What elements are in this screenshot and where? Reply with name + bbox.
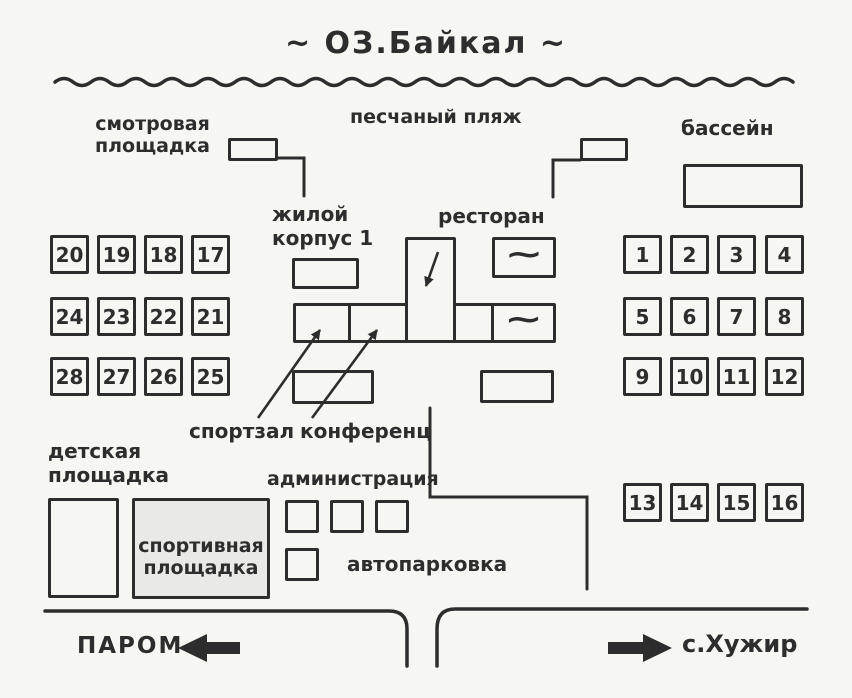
cottage-square: 24	[50, 297, 89, 336]
cottage-square: 21	[191, 297, 230, 336]
cottage-square: 18	[144, 235, 183, 274]
kids-playground-label: детская площадка	[48, 439, 170, 487]
wave-icon: ~	[504, 237, 544, 273]
cottage-square: 10	[670, 357, 709, 396]
cottage-square: 25	[191, 357, 230, 396]
residential-building-1	[292, 258, 359, 289]
administration-label: администрация	[267, 468, 439, 490]
kids-playground-label-line1: детская	[48, 439, 142, 463]
cottage-square: 20	[50, 235, 89, 274]
sports-ground-label-line1: спортивная	[138, 535, 264, 557]
cottage-square: 13	[623, 483, 662, 522]
restaurant-tower	[405, 237, 456, 343]
cottage-square: 2	[670, 235, 709, 274]
administration-building	[285, 548, 319, 581]
shoreline-wave	[53, 76, 795, 88]
gym-label: спортзал	[189, 419, 295, 443]
pool-structure	[683, 164, 803, 208]
lookout-label: смотровая площадка	[80, 113, 225, 158]
kids-playground-area	[48, 498, 119, 598]
cottage-square: 15	[717, 483, 756, 522]
restaurant-upper-hall: ~	[492, 237, 556, 278]
sports-ground-label-line2: площадка	[143, 557, 259, 580]
cottage-square: 6	[670, 297, 709, 336]
ferry-direction-arrow-icon	[178, 634, 240, 662]
administration-building	[375, 500, 409, 533]
restaurant-label: ресторан	[438, 204, 545, 228]
wave-icon: ~	[504, 302, 543, 338]
residential-label-line1: жилой	[272, 202, 349, 226]
ferry-label: ПАРОМ	[77, 633, 184, 659]
cottage-square: 26	[144, 357, 183, 396]
cottage-square: 9	[623, 357, 662, 396]
cottage-square: 19	[97, 235, 136, 274]
cottage-square: 4	[765, 235, 804, 274]
lower-left-building	[292, 370, 374, 404]
lookout-structure	[228, 138, 278, 161]
village-direction-arrow-icon	[608, 634, 672, 662]
cottage-square: 12	[765, 357, 804, 396]
sports-ground-area: спортивная площадка	[132, 498, 270, 599]
kids-playground-label-line2: площадка	[48, 462, 170, 487]
cottage-square: 16	[765, 483, 804, 522]
beach-label: песчаный пляж	[350, 106, 522, 128]
building-row-segment-restaurant: ~	[491, 303, 556, 343]
cottage-square: 23	[97, 297, 136, 336]
cottage-square: 8	[765, 297, 804, 336]
beach-connector-line	[551, 158, 582, 199]
residential-label: жилой корпус 1	[272, 202, 374, 250]
lower-right-building	[480, 370, 554, 403]
pool-label: бассейн	[681, 116, 774, 140]
cottage-square: 14	[670, 483, 709, 522]
administration-building	[330, 500, 364, 533]
map-title: ~ ОЗ.Байкал ~	[284, 26, 568, 61]
village-label: с.Хужир	[682, 630, 798, 658]
lookout-connector-line	[276, 156, 306, 198]
cottage-square: 5	[623, 297, 662, 336]
cottage-square: 11	[717, 357, 756, 396]
conference-label: конференц	[300, 419, 432, 443]
parking-label: автопарковка	[347, 552, 508, 576]
cottage-square: 28	[50, 357, 89, 396]
cottage-square: 3	[717, 235, 756, 274]
cottage-square: 7	[717, 297, 756, 336]
building-row-segment-gym	[293, 303, 351, 343]
cottage-square: 22	[144, 297, 183, 336]
sports-ground-label: спортивная площадка	[135, 535, 267, 580]
cottage-square: 1	[623, 235, 662, 274]
residential-label-line2: корпус 1	[272, 225, 374, 250]
cottage-square: 17	[191, 235, 230, 274]
administration-building	[285, 500, 319, 533]
lookout-label-line2: площадка	[95, 135, 210, 158]
beach-structure	[580, 138, 628, 161]
cottage-square: 27	[97, 357, 136, 396]
building-row-segment-conference	[348, 303, 408, 343]
lookout-label-line1: смотровая	[95, 113, 210, 135]
